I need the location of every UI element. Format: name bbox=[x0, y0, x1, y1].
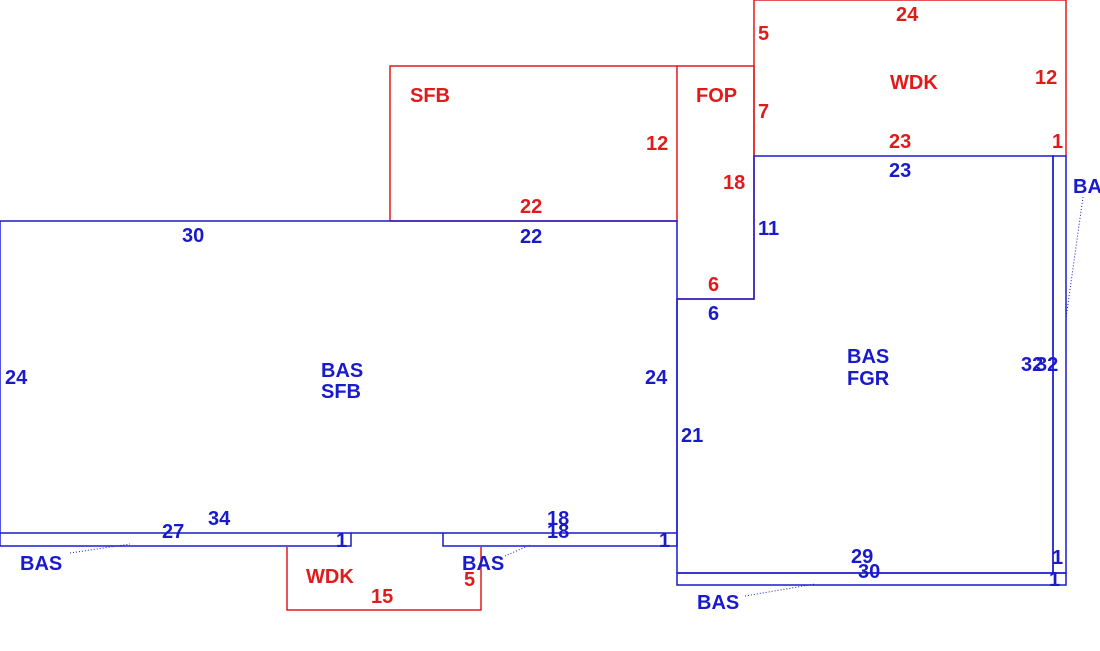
dim-bas-bottom-d: 18 bbox=[547, 521, 569, 543]
dim-right-strip-end-b: 1 bbox=[1049, 569, 1060, 591]
dim-wdk-top-bottom: 23 bbox=[889, 131, 911, 153]
dim-right-step-bottom: 6 bbox=[708, 303, 719, 325]
leader-strip-left bbox=[69, 543, 131, 554]
dim-wdk-top-fop-side: 7 bbox=[758, 101, 769, 123]
area-label-fgr-right: FGR bbox=[847, 368, 890, 390]
dim-bas-bottom-b: 34 bbox=[208, 508, 231, 530]
dim-bas-strip-end-a: 1 bbox=[336, 530, 347, 552]
area-label-bas-right: BAS bbox=[847, 346, 889, 368]
area-label-wdk-bottom: WDK bbox=[306, 566, 354, 588]
dim-wdk-top-right: 12 bbox=[1035, 67, 1057, 89]
leader-strip-bottom bbox=[744, 583, 816, 597]
dim-right-top: 23 bbox=[889, 160, 911, 182]
dim-wdk-top-width: 24 bbox=[896, 4, 919, 26]
wdk-top-outline bbox=[753, 0, 1067, 156]
dim-right-strip-end-a: 1 bbox=[1052, 547, 1063, 569]
area-label-sfb-upper: SFB bbox=[410, 85, 450, 107]
leader-strip-right bbox=[1065, 196, 1084, 319]
area-label-fop: FOP bbox=[696, 85, 737, 107]
dim-bas-right: 24 bbox=[645, 367, 668, 389]
wdk-bottom-outline bbox=[286, 547, 482, 611]
dim-bas-left: 24 bbox=[5, 367, 28, 389]
dim-bas-top-mid: 22 bbox=[520, 226, 542, 248]
dim-right-bottom-b: 30 bbox=[858, 561, 880, 583]
area-label-bas-strip-left: BAS bbox=[20, 553, 62, 575]
dim-wdk-top-left: 5 bbox=[758, 23, 769, 45]
dim-bas-bottom-c: 18 bbox=[547, 508, 569, 530]
bas-strip-left bbox=[0, 532, 352, 547]
dim-sfb-upper-right: 12 bbox=[646, 133, 668, 155]
dim-right-bottom-a: 29 bbox=[851, 546, 873, 568]
dim-wdk-bottom-width: 15 bbox=[371, 586, 393, 608]
area-label-bas-strip-mid: BAS bbox=[462, 553, 504, 575]
area-label-sfb-main: SFB bbox=[321, 381, 361, 403]
area-label-bas-strip-bottom: BAS bbox=[697, 592, 739, 614]
dim-fop-bottom: 6 bbox=[708, 274, 719, 296]
dim-bas-bottom-a: 27 bbox=[162, 521, 184, 543]
dim-bas-top-left: 30 bbox=[182, 225, 204, 247]
dim-wdk-top-corner: 1 bbox=[1052, 131, 1063, 153]
dim-fop-side: 18 bbox=[723, 172, 745, 194]
dim-wdk-bottom-side: 5 bbox=[464, 569, 475, 591]
dim-right-right-b: 32 bbox=[1036, 354, 1058, 376]
dim-right-right-a: 32 bbox=[1021, 354, 1043, 376]
bas-strip-bottom bbox=[676, 572, 1067, 586]
dim-right-step: 11 bbox=[758, 218, 779, 240]
dim-right-left: 21 bbox=[681, 425, 703, 447]
dim-sfb-upper-bottom: 22 bbox=[520, 196, 542, 218]
area-label-bas-strip-right: BA bbox=[1073, 176, 1100, 198]
area-label-wdk-top: WDK bbox=[890, 72, 938, 94]
dim-bas-strip-end-b: 1 bbox=[659, 530, 670, 552]
area-label-bas-main: BAS bbox=[321, 360, 363, 382]
